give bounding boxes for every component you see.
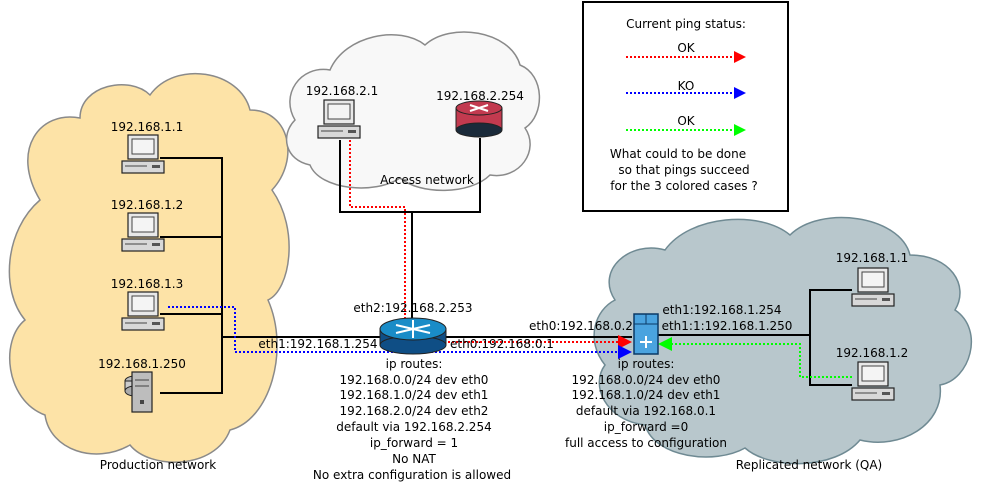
firewall-icon[interactable] [633, 313, 659, 355]
router-eth1-label: eth1:192.168.1.254 [258, 337, 377, 351]
firewall-routes: ip routes: 192.168.0.0/24 dev eth0 192.1… [565, 357, 727, 450]
host-ip-label: 192.168.2.1 [306, 84, 379, 98]
firewall-eth1-1-label: eth1:1:192.168.1.250 [662, 319, 793, 333]
legend-question-line: so that pings succeed [618, 163, 749, 177]
route-line: ip_forward =0 [604, 420, 688, 434]
route-line: No NAT [392, 452, 436, 466]
network-name-label: Access network [380, 173, 474, 187]
host-ip-label: 192.168.1.2 [111, 198, 184, 212]
pc-icon [317, 99, 361, 139]
legend-ko-blue-label: KO [678, 79, 695, 93]
firewall-eth1-label: eth1:192.168.1.254 [662, 303, 781, 317]
legend-question-line: for the 3 colored cases ? [610, 179, 757, 193]
network-name-label: Production network [100, 458, 216, 472]
host-ip-label: 192.168.1.3 [111, 277, 184, 291]
pc-icon [121, 134, 165, 174]
route-line: default via 192.168.2.254 [336, 420, 491, 434]
host-ip-label: 192.168.1.1 [836, 251, 909, 265]
network-name-label: Replicated network (QA) [736, 458, 883, 472]
ping-path-red [349, 140, 632, 349]
host-ip-label: 192.168.1.2 [836, 346, 909, 360]
access-cloud [285, 31, 541, 192]
route-line: default via 192.168.0.1 [576, 404, 716, 418]
route-line: full access to configuration [565, 436, 727, 450]
ping-path-green [658, 337, 852, 378]
legend-title: Current ping status: [626, 17, 746, 31]
gateway-ip-label: 192.168.2.254 [436, 89, 524, 103]
pc-icon [851, 267, 895, 307]
legend-ok-green-label: OK [677, 114, 695, 128]
host-ip-label: 192.168.1.1 [111, 120, 184, 134]
route-line: 192.168.0.0/24 dev eth0 [340, 373, 489, 387]
router-eth2-label: eth2:192.168.2.253 [353, 301, 472, 315]
route-line: ip_forward = 1 [370, 436, 458, 450]
legend-ok-red-label: OK [677, 41, 695, 55]
router-eth0-label: eth0:192.168.0.1 [450, 337, 554, 351]
pc-icon [851, 361, 895, 401]
route-line: No extra configuration is allowed [313, 468, 511, 482]
route-line: ip routes: [618, 357, 675, 371]
pc-icon [121, 212, 165, 252]
route-line: 192.168.1.0/24 dev eth1 [572, 388, 721, 402]
firewall-eth0-label: eth0:192.168.0.2 [529, 319, 633, 333]
ping-path-blue [168, 306, 632, 359]
production-cloud [8, 72, 290, 463]
gateway-router-icon [455, 100, 503, 138]
pc-icon [121, 291, 165, 331]
legend-question-line: What could to be done [610, 147, 746, 161]
route-line: 192.168.0.0/24 dev eth0 [572, 373, 721, 387]
host-ip-label: 192.168.1.250 [98, 357, 186, 371]
server-icon [124, 371, 153, 413]
route-line: 192.168.1.0/24 dev eth1 [340, 388, 489, 402]
router-routes: ip routes: 192.168.0.0/24 dev eth0 192.1… [313, 357, 511, 482]
route-line: ip routes: [386, 357, 443, 371]
route-line: 192.168.2.0/24 dev eth2 [340, 404, 489, 418]
cables [160, 138, 852, 394]
router-icon[interactable] [379, 317, 447, 355]
legend-box: Current ping status: OK KO OK What could… [582, 1, 789, 212]
